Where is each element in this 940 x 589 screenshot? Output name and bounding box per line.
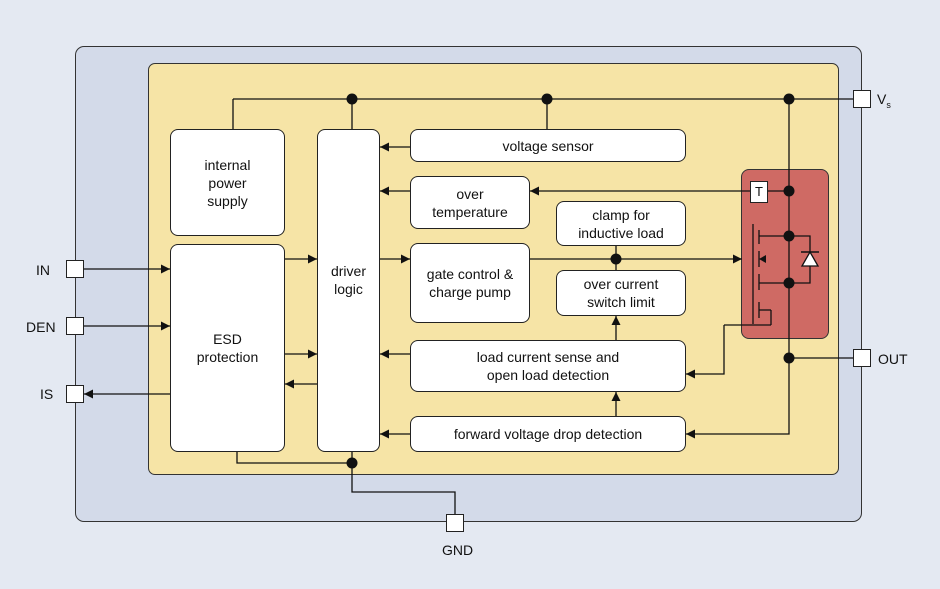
clamp-block: clamp for inductive load xyxy=(556,201,686,246)
driver-logic-label: driver logic xyxy=(330,263,366,297)
esd-protection-label: ESD protection xyxy=(196,331,259,365)
vs-pin-label: Vs xyxy=(877,91,891,110)
den-pin[interactable] xyxy=(66,317,84,335)
temperature-sensor-block: T xyxy=(750,181,768,203)
in-pin[interactable] xyxy=(66,260,84,278)
vs-pin[interactable] xyxy=(853,90,871,108)
den-pin-label: DEN xyxy=(26,319,56,335)
over-current-label: over current switch limit xyxy=(583,276,659,310)
gnd-pin[interactable] xyxy=(446,514,464,532)
is-pin[interactable] xyxy=(66,385,84,403)
voltage-sensor-label: voltage sensor xyxy=(502,137,594,154)
over-temperature-block: over temperature xyxy=(410,176,530,229)
driver-logic-block: driver logic xyxy=(317,129,380,452)
esd-protection-block: ESD protection xyxy=(170,244,285,452)
in-pin-label: IN xyxy=(36,262,50,278)
gate-control-label: gate control & charge pump xyxy=(426,266,514,300)
internal-power-supply-label: internal power supply xyxy=(204,156,251,209)
over-temperature-label: over temperature xyxy=(432,185,508,220)
gnd-pin-label: GND xyxy=(442,542,474,558)
out-pin[interactable] xyxy=(853,349,871,367)
temperature-sensor-label: T xyxy=(755,184,763,199)
over-current-block: over current switch limit xyxy=(556,270,686,316)
out-pin-label: OUT xyxy=(878,351,908,367)
internal-power-supply-block: internal power supply xyxy=(170,129,285,236)
forward-voltage-label: forward voltage drop detection xyxy=(453,426,643,442)
is-pin-label: IS xyxy=(40,386,54,402)
load-current-sense-label: load current sense and open load detecti… xyxy=(476,349,620,383)
forward-voltage-block: forward voltage drop detection xyxy=(410,416,686,452)
vs-pin-label-main: V xyxy=(877,91,887,107)
voltage-sensor-block: voltage sensor xyxy=(410,129,686,162)
clamp-label: clamp for inductive load xyxy=(578,206,664,241)
load-current-sense-block: load current sense and open load detecti… xyxy=(410,340,686,392)
gate-control-block: gate control & charge pump xyxy=(410,243,530,323)
vs-pin-label-sub: s xyxy=(886,99,891,110)
